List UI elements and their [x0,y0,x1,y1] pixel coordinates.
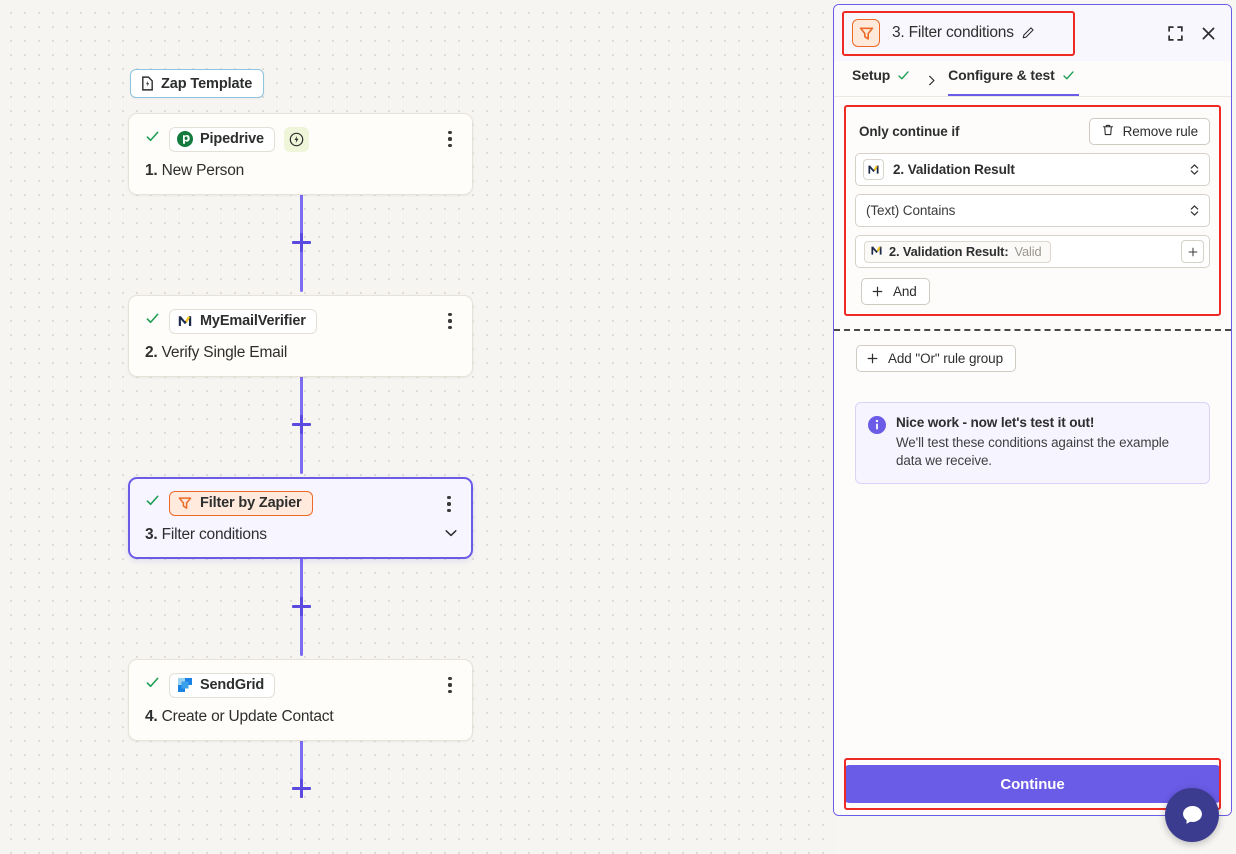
remove-rule-button[interactable]: Remove rule [1088,117,1210,145]
step-action-2: Verify Single Email [161,344,288,361]
step-card-1[interactable]: Pipedrive 1. New Person [128,113,473,195]
panel-header: 3. Filter conditions [834,5,1231,61]
step-menu-button-4[interactable] [440,675,460,695]
step-menu-button-3[interactable] [439,494,459,514]
add-step-button-1[interactable] [292,233,311,252]
workflow-canvas[interactable]: Zap Template Pipedrive [0,0,836,854]
tab-setup[interactable]: Setup [852,62,914,96]
filter-icon [177,495,193,511]
step-complete-check-4 [145,675,160,695]
step-menu-button-2[interactable] [440,311,460,331]
sendgrid-icon [177,677,193,693]
app-name-1: Pipedrive [200,131,264,147]
app-chip-4[interactable]: SendGrid [169,672,276,698]
insert-data-button[interactable] [1181,240,1204,263]
step-card-3[interactable]: Filter by Zapier 3. Filter conditions [128,477,473,559]
panel-title: 3. Filter conditions [892,24,1014,41]
chevron-right-icon [914,74,948,96]
step-card-4[interactable]: SendGrid 4. Create or Update Contact [128,659,473,741]
notice-body: We'll test these conditions against the … [896,435,1170,469]
app-chip-1[interactable]: Pipedrive [169,126,275,152]
tab-configure-test-label: Configure & test [948,67,1055,83]
app-chip-2[interactable]: MyEmailVerifier [169,308,317,334]
app-name-3: Filter by Zapier [200,495,302,511]
rule-header: Only continue if Remove rule [859,117,1210,145]
or-group-row: Add "Or" rule group [856,345,1231,372]
rule-field-select[interactable]: 2. Validation Result [855,153,1210,186]
remove-rule-label: Remove rule [1122,123,1199,139]
expand-icon[interactable] [1167,25,1184,42]
field-token-value: Valid [1014,244,1042,259]
myemailverifier-icon [870,244,883,260]
rule-operator-select[interactable]: (Text) Contains [855,194,1210,227]
step-number-2: 2. [145,344,158,361]
step-complete-check-1 [145,129,160,149]
add-step-button-3[interactable] [292,597,311,616]
field-token-label: 2. Validation Result: [889,244,1009,259]
step-config-panel: 3. Filter conditions Setup [833,4,1232,816]
step-card-2[interactable]: MyEmailVerifier 2. Verify Single Email [128,295,473,377]
step-complete-check-3 [145,493,160,513]
info-icon [868,416,886,434]
plus-icon [867,353,878,364]
connector-line-4-end [300,738,303,798]
plus-icon [872,286,883,297]
step-number-3: 3. [145,526,158,543]
tab-configure-check [1062,70,1074,79]
info-notice: Nice work - now let's test it out! We'll… [855,402,1210,485]
tab-configure-test[interactable]: Configure & test [948,62,1079,96]
add-step-button-4[interactable] [292,779,311,798]
field-token[interactable]: 2. Validation Result: Valid [864,240,1051,263]
chevron-down-icon[interactable] [443,525,459,541]
step-action-4: Create or Update Contact [161,708,334,725]
tab-setup-check [898,70,909,79]
trash-icon [1101,123,1115,140]
step-title-3: 3. Filter conditions [145,526,456,544]
rule-value-input[interactable]: 2. Validation Result: Valid [855,235,1210,268]
rule-group-separator [834,329,1231,331]
panel-tabs: Setup Configure & test [834,61,1231,97]
add-and-condition-button[interactable]: And [861,278,930,305]
add-step-button-2[interactable] [292,415,311,434]
step-action-1: New Person [161,162,245,179]
add-or-rule-group-label: Add "Or" rule group [888,351,1003,366]
chevron-updown-icon [1189,203,1200,218]
rule-operator-value: (Text) Contains [866,203,956,218]
app-chip-3[interactable]: Filter by Zapier [169,490,313,516]
pencil-icon[interactable] [1021,26,1035,40]
chevron-updown-icon [1189,162,1200,177]
zap-template-badge[interactable]: Zap Template [130,69,265,98]
and-row: And [861,278,1212,305]
and-label: And [893,284,917,299]
step-complete-check-2 [145,311,160,331]
instant-trigger-icon [283,126,309,152]
zap-template-label: Zap Template [161,75,253,92]
zap-template-icon [140,76,155,91]
step-title-4: 4. Create or Update Contact [145,708,456,726]
app-name-2: MyEmailVerifier [200,313,306,329]
add-or-rule-group-button[interactable]: Add "Or" rule group [856,345,1016,372]
rule-field-value: 2. Validation Result [893,162,1015,177]
filter-icon [852,19,880,47]
chat-bubble-icon[interactable] [1165,788,1219,842]
rule-group: Only continue if Remove rule [844,105,1221,316]
myemailverifier-icon [177,313,193,329]
step-action-3: Filter conditions [161,526,267,543]
step-number-1: 1. [145,162,158,179]
step-menu-button-1[interactable] [440,129,460,149]
step-title-2: 2. Verify Single Email [145,344,456,362]
close-icon[interactable] [1200,25,1217,42]
step-number-4: 4. [145,708,158,725]
continue-button[interactable]: Continue [844,765,1221,803]
tab-setup-label: Setup [852,67,891,83]
app-name-4: SendGrid [200,677,265,693]
step-title-1: 1. New Person [145,162,456,180]
panel-body: Only continue if Remove rule [834,97,1231,754]
myemailverifier-icon [863,159,884,180]
notice-title: Nice work - now let's test it out! [896,415,1095,430]
only-continue-if-label: Only continue if [859,123,960,139]
pipedrive-icon [177,131,193,147]
